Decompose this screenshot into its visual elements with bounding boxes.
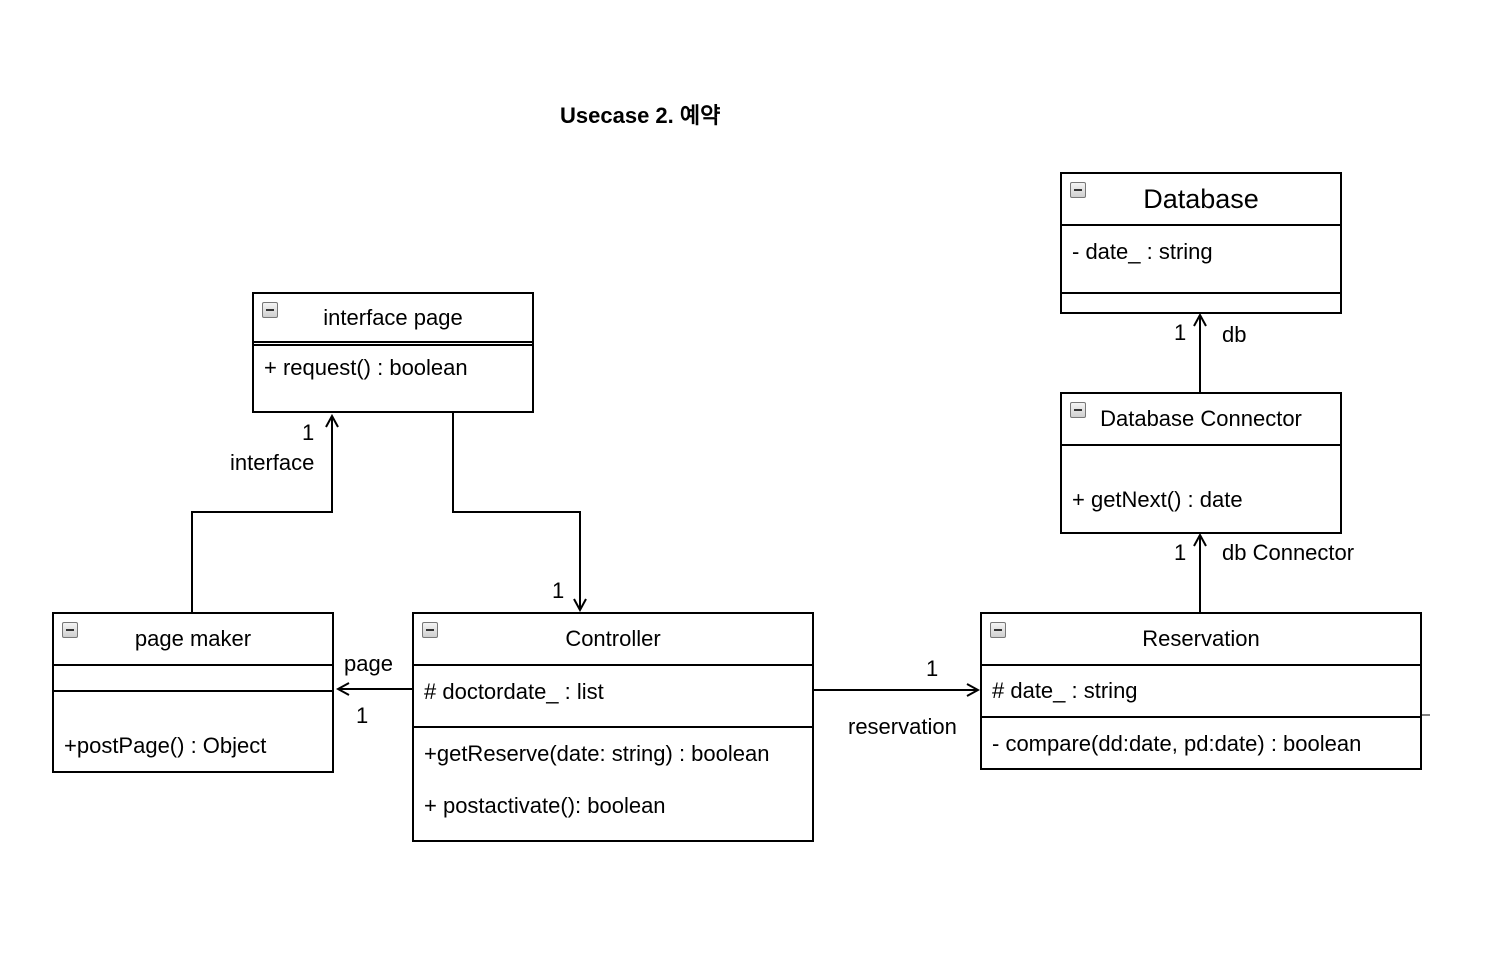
- role-label-db: db: [1222, 322, 1247, 347]
- attributes-section: # doctordate_ : list: [414, 666, 812, 728]
- class-header: interface page: [254, 294, 532, 346]
- multiplicity-label: 1: [302, 420, 315, 445]
- class-name: Reservation: [1142, 626, 1260, 651]
- method-row: + postactivate(): boolean: [424, 793, 666, 818]
- class-header: Database Connector: [1062, 394, 1340, 446]
- class-database-connector[interactable]: Database Connector + getNext() : date: [1060, 392, 1342, 534]
- multiplicity-label: 1: [1174, 320, 1187, 345]
- collapse-icon[interactable]: [1070, 182, 1086, 198]
- class-reservation[interactable]: Reservation # date_ : string - compare(d…: [980, 612, 1422, 770]
- multiplicity-label: 1: [356, 703, 369, 728]
- class-header: page maker: [54, 614, 332, 666]
- attributes-section: # date_ : string: [982, 666, 1420, 718]
- class-name: Database Connector: [1100, 406, 1302, 431]
- collapse-icon[interactable]: [1070, 402, 1086, 418]
- method-row: +getReserve(date: string) : boolean: [424, 741, 770, 766]
- method-row: + getNext() : date: [1072, 487, 1243, 512]
- collapse-icon[interactable]: [422, 622, 438, 638]
- multiplicity-label: 1: [1174, 540, 1187, 565]
- class-name: interface page: [323, 304, 463, 330]
- class-header: Reservation: [982, 614, 1420, 666]
- attribute-row: # date_ : string: [992, 678, 1138, 703]
- multiplicity-label: 1: [926, 656, 939, 681]
- collapse-icon[interactable]: [262, 302, 278, 318]
- multiplicity-label: 1: [552, 578, 565, 603]
- class-header: Controller: [414, 614, 812, 666]
- class-page-maker[interactable]: page maker +postPage() : Object: [52, 612, 334, 773]
- collapse-icon[interactable]: [62, 622, 78, 638]
- role-label-page: page: [344, 651, 393, 676]
- edge-pagemaker-to-interface: [191, 416, 332, 612]
- attributes-section: [54, 666, 332, 692]
- class-name: Database: [1143, 183, 1259, 214]
- methods-section: + request() : boolean: [254, 346, 532, 390]
- class-interface-page[interactable]: interface page + request() : boolean: [252, 292, 534, 413]
- class-name: page maker: [134, 626, 252, 651]
- attribute-row: - date_ : string: [1072, 239, 1213, 264]
- class-controller[interactable]: Controller # doctordate_ : list +getRese…: [412, 612, 814, 842]
- methods-section: +postPage() : Object: [54, 692, 332, 770]
- class-header: Database: [1062, 174, 1340, 226]
- methods-section: + getNext() : date: [1062, 446, 1340, 526]
- collapse-icon[interactable]: [990, 622, 1006, 638]
- methods-section: - compare(dd:date, pd:date) : boolean: [982, 718, 1420, 770]
- attribute-row: # doctordate_ : list: [424, 679, 604, 704]
- class-database[interactable]: Database - date_ : string: [1060, 172, 1342, 314]
- role-label-interface: interface: [230, 450, 315, 475]
- method-row: - compare(dd:date, pd:date) : boolean: [992, 731, 1362, 756]
- method-row: +postPage() : Object: [64, 733, 267, 758]
- diagram-title: Usecase 2. 예약: [560, 103, 721, 128]
- role-label-db-connector: db Connector: [1222, 540, 1355, 565]
- edge-interface-to-controller: [452, 412, 580, 610]
- attributes-section: - date_ : string: [1062, 226, 1340, 294]
- methods-section: +getReserve(date: string) : boolean + po…: [414, 728, 812, 832]
- class-name: Controller: [565, 626, 661, 651]
- method-row: + request() : boolean: [264, 355, 468, 380]
- role-label-reservation: reservation: [848, 714, 957, 739]
